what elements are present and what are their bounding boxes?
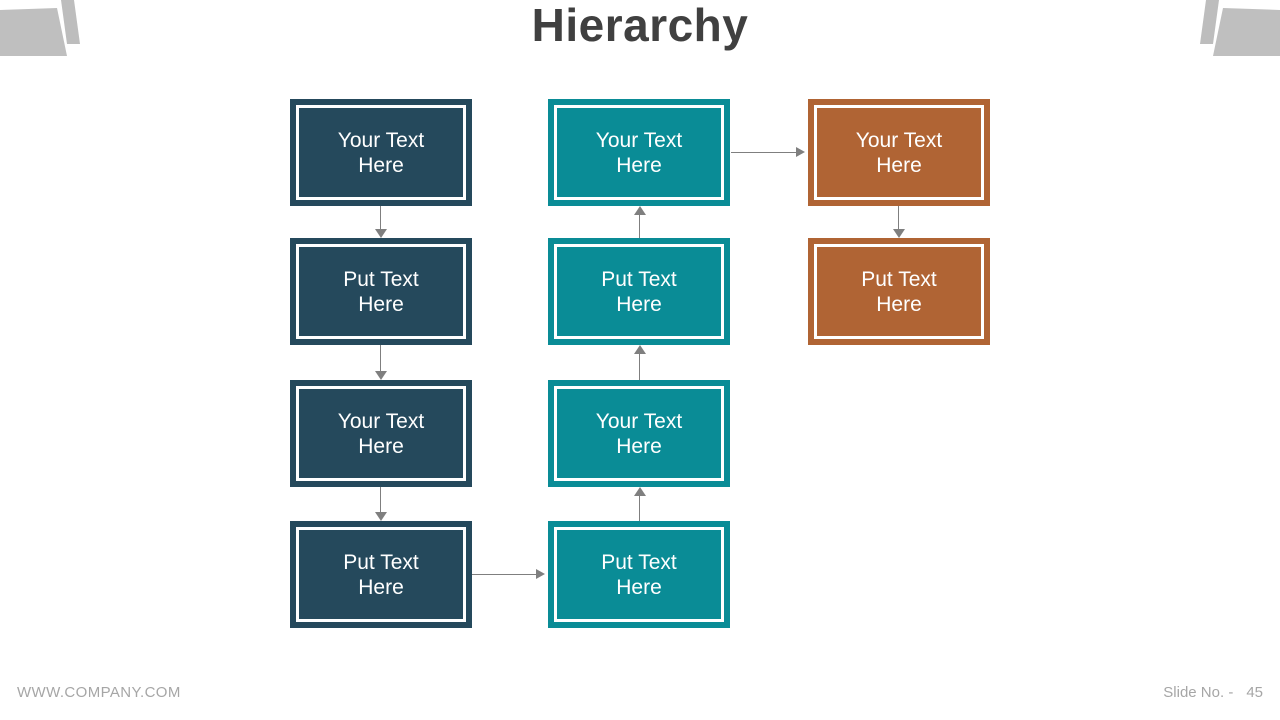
arrow-down-icon: [375, 206, 387, 238]
hierarchy-box-right-1: Your Text Here: [808, 99, 990, 206]
hierarchy-box-middle-4: Put Text Here: [548, 521, 730, 628]
hierarchy-box-left-1: Your Text Here: [290, 99, 472, 206]
arrow-up-icon: [634, 345, 646, 380]
arrow-down-icon: [375, 487, 387, 521]
arrow-up-icon: [634, 487, 646, 521]
arrow-right-icon: [472, 569, 545, 580]
slide-number-value: 45: [1246, 684, 1263, 701]
hierarchy-box-middle-2: Put Text Here: [548, 238, 730, 345]
box-label: Put Text Here: [861, 267, 937, 316]
box-label: Your Text Here: [855, 128, 943, 177]
arrow-down-icon: [893, 206, 905, 238]
arrow-down-icon: [375, 345, 387, 380]
box-label: Your Text Here: [337, 409, 425, 458]
slide-title: Hierarchy: [531, 0, 749, 51]
footer-slide-number: Slide No. - 45: [1163, 684, 1263, 701]
arrow-right-icon: [731, 147, 805, 158]
box-label: Your Text Here: [595, 128, 683, 177]
hierarchy-box-left-4: Put Text Here: [290, 521, 472, 628]
corner-decoration-left: [0, 0, 80, 56]
arrow-up-icon: [634, 206, 646, 238]
hierarchy-box-middle-1: Your Text Here: [548, 99, 730, 206]
box-label: Your Text Here: [337, 128, 425, 177]
footer-website: WWW.COMPANY.COM: [17, 684, 181, 701]
corner-decoration-right: [1200, 0, 1280, 56]
box-label: Put Text Here: [343, 550, 419, 599]
box-label: Your Text Here: [595, 409, 683, 458]
box-label: Put Text Here: [343, 267, 419, 316]
box-label: Put Text Here: [601, 550, 677, 599]
hierarchy-box-left-2: Put Text Here: [290, 238, 472, 345]
box-label: Put Text Here: [601, 267, 677, 316]
hierarchy-box-right-2: Put Text Here: [808, 238, 990, 345]
hierarchy-box-middle-3: Your Text Here: [548, 380, 730, 487]
hierarchy-box-left-3: Your Text Here: [290, 380, 472, 487]
slide-number-label: Slide No. -: [1163, 684, 1234, 701]
